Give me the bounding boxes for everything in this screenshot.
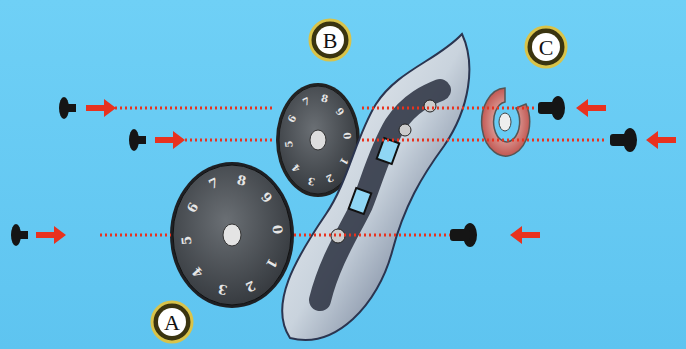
callout-letter: B xyxy=(323,30,338,52)
assembly-line xyxy=(100,108,605,235)
dial-c xyxy=(482,88,530,156)
callout-badge xyxy=(152,20,566,342)
dial-digit: 8 xyxy=(320,93,329,104)
dial-a xyxy=(170,162,294,308)
board-body xyxy=(282,34,469,340)
dial-digit: 0 xyxy=(271,224,285,234)
dial-digit: 5 xyxy=(179,236,193,246)
callout-letter: A xyxy=(164,312,180,334)
arrow xyxy=(36,99,676,244)
dial-digit: 0 xyxy=(341,132,352,140)
screw xyxy=(11,96,637,247)
callout-letter: C xyxy=(539,37,554,59)
